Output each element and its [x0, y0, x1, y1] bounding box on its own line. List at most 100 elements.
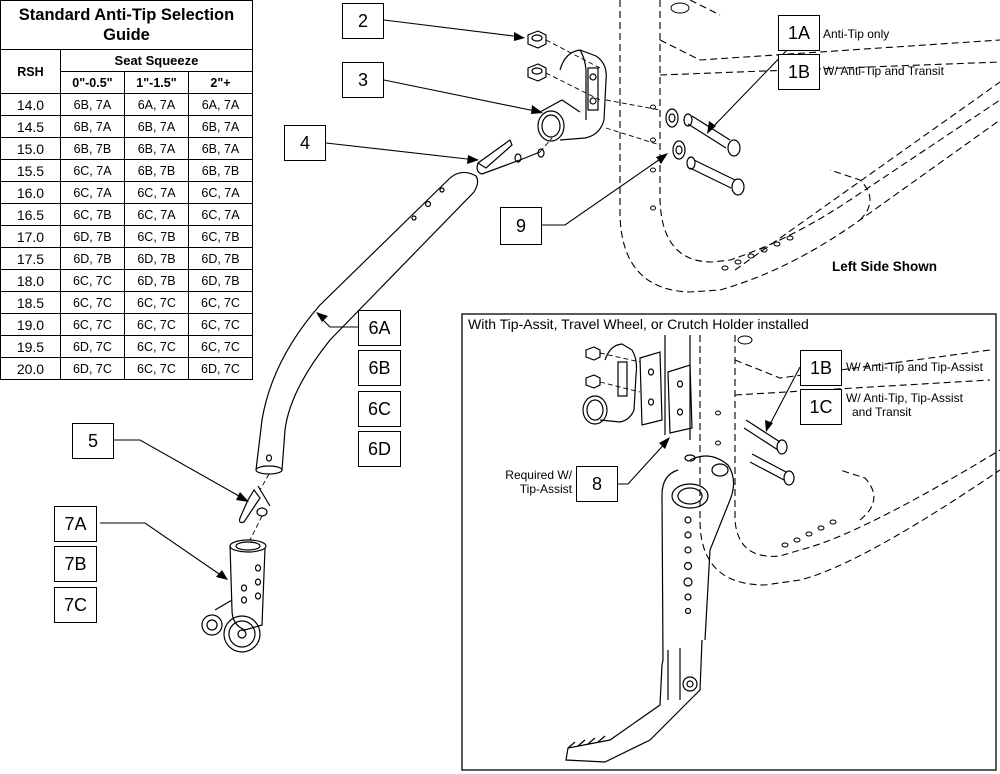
- rsh-cell: 14.5: [0, 115, 61, 138]
- callout-7b: 7B: [54, 546, 97, 582]
- note-1b-inset: W/ Anti-Tip and Tip-Assist: [846, 360, 983, 374]
- selection-cell: 6B, 7A: [59, 93, 125, 116]
- selection-cell: 6A, 7A: [123, 93, 189, 116]
- frame-outline-main: [619, 0, 1000, 293]
- note-1c-line1: W/ Anti-Tip, Tip-Assist: [846, 391, 963, 405]
- selection-cell: 6C, 7C: [123, 291, 189, 314]
- selection-cell: 6B, 7B: [123, 159, 189, 182]
- frame-holes-main: [650, 2, 794, 271]
- selection-cell: 6C, 7B: [123, 225, 189, 248]
- note-1c: W/ Anti-Tip, Tip-Assist and Transit: [846, 391, 963, 419]
- selection-cell: 6C, 7B: [187, 225, 254, 248]
- selection-cell: 6B, 7A: [59, 115, 125, 138]
- selection-cell: 6B, 7A: [123, 137, 189, 160]
- selection-cell: 6C, 7C: [123, 335, 189, 358]
- anti-tip-tube-6: [255, 171, 479, 475]
- rsh-cell: 19.0: [0, 313, 61, 336]
- note-1c-line2: and Transit: [852, 405, 912, 419]
- note-1a: Anti-Tip only: [823, 27, 890, 41]
- seat-squeeze-header: Seat Squeeze: [59, 49, 254, 72]
- callout-2: 2: [342, 3, 384, 39]
- callout-1b-inset: 1B: [800, 350, 842, 386]
- callout-9: 9: [500, 207, 542, 245]
- callout-6b: 6B: [358, 350, 401, 386]
- selection-cell: 6D, 7C: [59, 335, 125, 358]
- selection-cell: 6B, 7B: [187, 159, 254, 182]
- callout-6a: 6A: [358, 310, 401, 346]
- alignment-lines: [249, 39, 661, 541]
- rsh-header: RSH: [0, 49, 61, 94]
- selection-cell: 6A, 7A: [187, 93, 254, 116]
- selection-cell: 6B, 7A: [187, 137, 254, 160]
- selection-cell: 6B, 7A: [123, 115, 189, 138]
- left-side-shown-label: Left Side Shown: [832, 259, 938, 274]
- selection-cell: 6D, 7B: [123, 247, 189, 270]
- callout-8: 8: [576, 466, 618, 502]
- selection-cell: 6D, 7B: [123, 269, 189, 292]
- column-header: 1"-1.5": [123, 71, 189, 94]
- rsh-cell: 20.0: [0, 357, 61, 380]
- selection-cell: 6D, 7B: [187, 269, 254, 292]
- note-8: Required W/ Tip-Assist: [500, 468, 572, 496]
- alignment-lines-inset: [599, 352, 641, 393]
- selection-cell: 6D, 7B: [59, 247, 125, 270]
- selection-cell: 6D, 7B: [59, 225, 125, 248]
- selection-cell: 6C, 7A: [187, 203, 254, 226]
- selection-cell: 6B, 7A: [187, 115, 254, 138]
- selection-cell: 6C, 7C: [187, 313, 254, 336]
- rsh-cell: 18.0: [0, 269, 61, 292]
- rsh-cell: 16.0: [0, 181, 61, 204]
- selection-cell: 6C, 7A: [187, 181, 254, 204]
- inset-title: With Tip-Assit, Travel Wheel, or Crutch …: [468, 316, 809, 332]
- selection-cell: 6C, 7A: [59, 181, 125, 204]
- rsh-cell: 18.5: [0, 291, 61, 314]
- rsh-cell: 19.5: [0, 335, 61, 358]
- selection-cell: 6D, 7C: [187, 357, 254, 380]
- selection-cell: 6C, 7C: [59, 269, 125, 292]
- frame-holes-inset: [715, 335, 837, 548]
- bolts-1-main: [665, 108, 745, 196]
- rsh-cell: 17.0: [0, 225, 61, 248]
- selection-cell: 6C, 7C: [123, 357, 189, 380]
- column-header: 0"-0.5": [59, 71, 125, 94]
- inset-border: [461, 313, 997, 771]
- callout-7c: 7C: [54, 587, 97, 623]
- leader-lines: [100, 19, 801, 579]
- note-8-line1: Required W/: [505, 468, 572, 482]
- selection-cell: 6D, 7C: [59, 357, 125, 380]
- bolts-1-inset: [743, 419, 795, 486]
- selection-cell: 6C, 7C: [59, 313, 125, 336]
- callout-5: 5: [72, 423, 114, 459]
- callout-3: 3: [342, 62, 384, 98]
- callout-6c: 6C: [358, 391, 401, 427]
- anti-tip-selection-guide: Standard Anti-Tip Selection Guide RSH Se…: [0, 0, 254, 380]
- note-1b: W/ Anti-Tip and Transit: [823, 64, 944, 78]
- selection-cell: 6C, 7C: [187, 291, 254, 314]
- guide-title: Standard Anti-Tip Selection Guide: [0, 0, 253, 50]
- callout-1a: 1A: [778, 15, 820, 51]
- selection-cell: 6C, 7A: [123, 181, 189, 204]
- callout-1c: 1C: [800, 389, 842, 425]
- note-8-line2: Tip-Assist: [519, 482, 572, 496]
- selection-cell: 6C, 7C: [187, 335, 254, 358]
- callout-7a: 7A: [54, 506, 97, 542]
- rsh-cell: 16.5: [0, 203, 61, 226]
- frame-outline-inset: [699, 335, 1000, 586]
- callout-1b: 1B: [778, 54, 820, 90]
- selection-cell: 6C, 7C: [59, 291, 125, 314]
- selection-cell: 6C, 7A: [123, 203, 189, 226]
